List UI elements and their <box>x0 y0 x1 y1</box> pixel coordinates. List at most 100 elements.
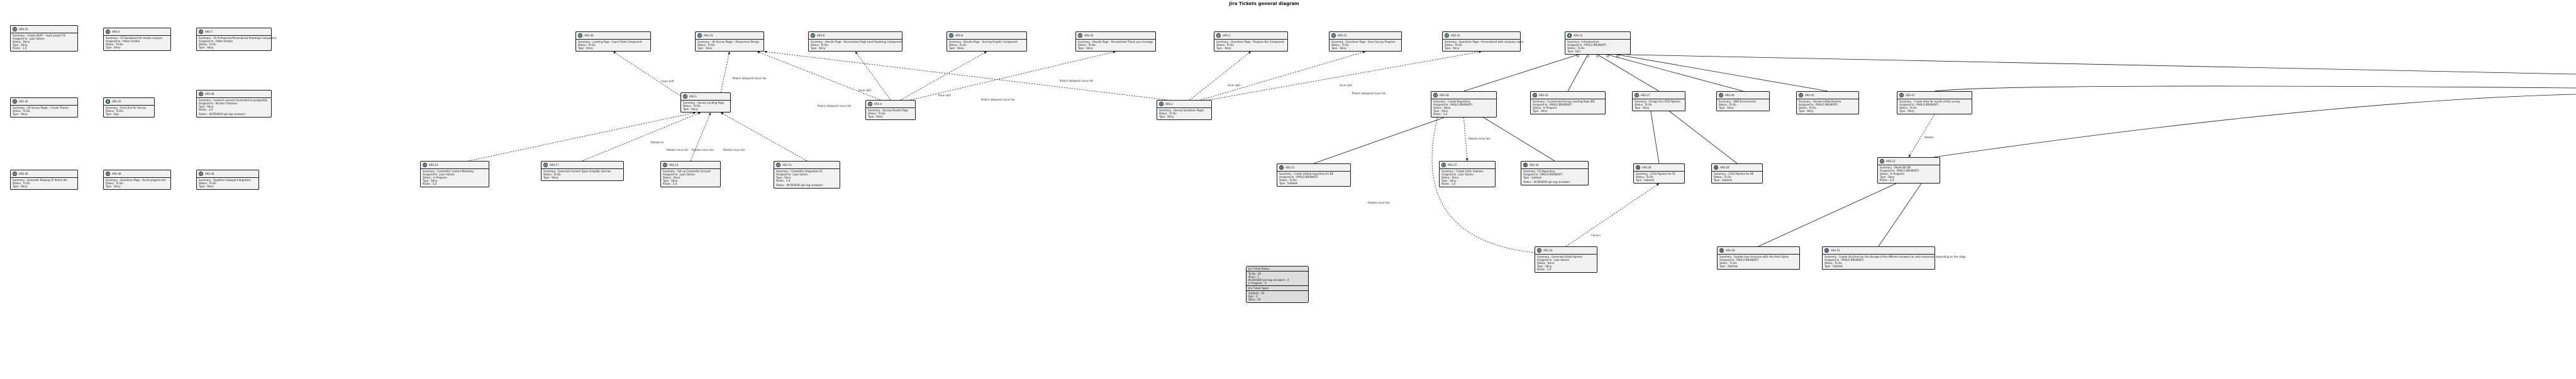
ticket-divider <box>11 177 77 178</box>
ticket-field: Status : Done <box>1433 106 1451 109</box>
ticket-field: Summary : CICD Pipeline for BE <box>1714 172 1754 175</box>
arrowhead <box>613 52 616 54</box>
edge-label: Polaris datapoint issue link <box>733 77 767 80</box>
edge-line <box>1463 117 1468 162</box>
subtask-type-icon: S <box>1719 248 1724 253</box>
ticket-key: ARS-7 <box>205 30 213 33</box>
ticket-field: Summary : All Survey Pages - Create Them… <box>13 106 69 109</box>
ticket-divider <box>774 168 840 169</box>
legend-types-title: Jira Ticket Types <box>1248 287 1269 290</box>
story-type-icon: S <box>868 101 872 106</box>
story-type-icon: S <box>13 99 17 104</box>
edge-label: Relates to <box>651 141 664 144</box>
ticket-field: Status : Done <box>1537 261 1555 265</box>
ticket-divider <box>1443 39 1520 40</box>
ticket-field: Status : IN REVIEW (pls tag reviewer) <box>776 184 823 187</box>
ticket-divider <box>197 177 258 178</box>
ticket-divider <box>104 105 154 106</box>
edge-line <box>1908 114 1935 158</box>
edge-line <box>1431 117 1535 253</box>
ticket-field: Type : Story <box>1899 109 1914 113</box>
edge-label: Relates issue link <box>1368 201 1390 204</box>
ticket-divider <box>421 168 489 169</box>
ticket-field: Points : 1.0 <box>13 47 27 50</box>
edge-label: Polaris datapoint issue link <box>1352 92 1386 95</box>
edge-label: Relates issue link <box>667 148 689 151</box>
ticket-key: ARS-27 <box>1641 93 1650 97</box>
ticket-field: Status : Done <box>663 176 680 179</box>
ticket-key: ARS-50 <box>1726 248 1735 252</box>
ticket-key: ARS-35 <box>112 99 121 103</box>
story-type-icon: S <box>106 171 110 176</box>
legend-status-row: Done : 7 <box>1248 275 1259 278</box>
ticket-field: Assigned to : PAOLO BRUNASTI <box>1433 103 1473 106</box>
story-type-icon: S <box>697 33 702 38</box>
story-type-icon: S <box>1159 101 1163 106</box>
ticket-field: Type : Subtask <box>1714 179 1733 182</box>
ticket-field: Summary : Questions Page - Personalised … <box>1445 40 1524 43</box>
story-type-icon: S <box>663 162 667 167</box>
ticket-field: Status : Done <box>13 40 30 43</box>
ticket-field: Summary : Design the CICD Pipeline <box>1635 100 1680 103</box>
legend-type-row: Story : 33 <box>1248 298 1261 301</box>
ticket-field: Type : Subtask <box>1523 176 1542 179</box>
story-type-icon: S <box>1445 33 1449 38</box>
arrowhead <box>1248 52 1251 55</box>
ticket-key: ARS-30 <box>1530 163 1539 167</box>
ticket-field: Status : To Do <box>1279 179 1297 182</box>
ticket-divider <box>696 39 763 40</box>
ticket-field: Points : 3.0 <box>1433 113 1448 116</box>
edge-line <box>910 51 1116 101</box>
ticket-field: Type : Subtask <box>1279 182 1298 185</box>
ticket-field: Summary : Create structure for the stora… <box>1824 255 1966 258</box>
